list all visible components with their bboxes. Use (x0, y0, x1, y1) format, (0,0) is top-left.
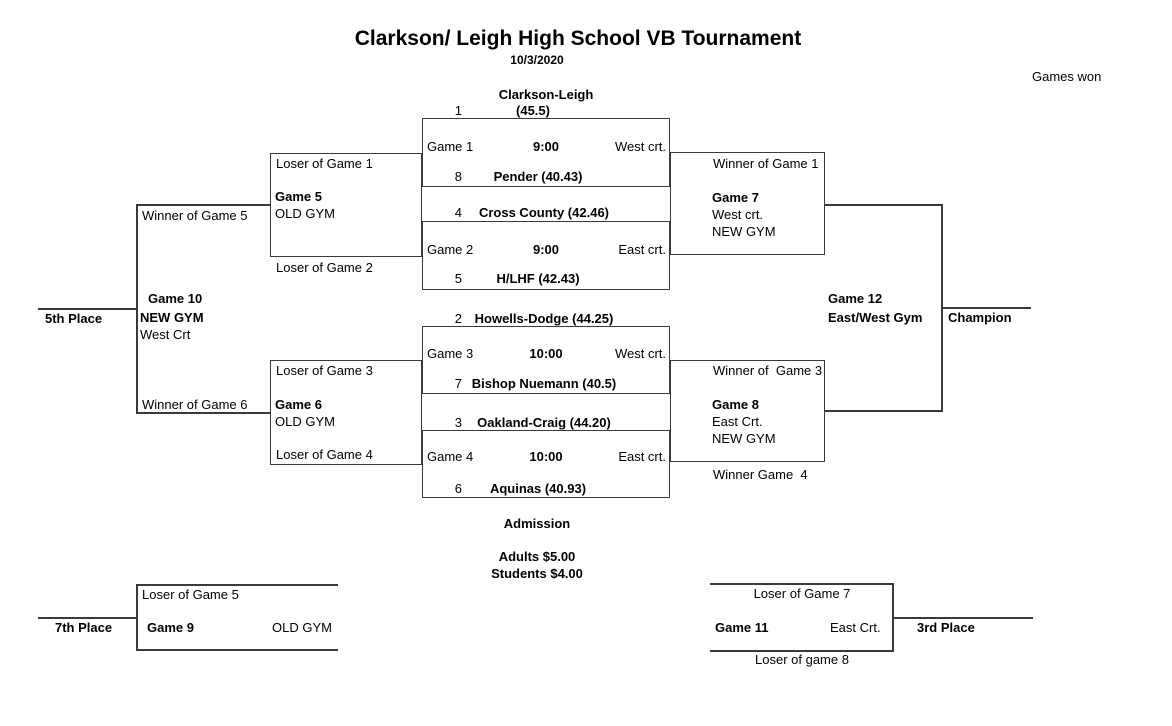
admission-heading: Admission (503, 516, 571, 531)
game-5-top-feed: Loser of Game 1 (276, 156, 373, 171)
bracket-line-winner-game7 (825, 204, 943, 206)
game-9-bottom-line (136, 649, 338, 651)
game-6-top-feed: Loser of Game 3 (276, 363, 373, 378)
seed-number: 1 (454, 103, 462, 118)
team-name-bishop-nuemann: Bishop Nuemann (40.5) (471, 376, 617, 391)
place-label-3rd: 3rd Place (917, 620, 975, 635)
game-6-bottom-feed: Loser of Game 4 (276, 447, 373, 462)
bracket-line-winner-game8 (825, 410, 943, 412)
game-4-time: 10:00 (529, 449, 563, 464)
game-12-label: Game 12 (828, 291, 883, 306)
game-8-court: East Crt. (712, 414, 763, 429)
admission-adults-price: Adults $5.00 (498, 549, 576, 564)
bracket-line-5th-place (38, 308, 136, 310)
game-11-top-line (710, 583, 894, 585)
team-name-cross-county: Cross County (42.46) (478, 205, 610, 220)
game-6-label: Game 6 (275, 397, 322, 412)
bracket-line-champion (941, 307, 1031, 309)
game-7-label: Game 7 (712, 190, 759, 205)
games-won-label: Games won (1032, 69, 1102, 84)
game-2-court: East crt. (618, 242, 666, 257)
game-10-court: West Crt (140, 327, 191, 342)
game-4-label: Game 4 (427, 449, 474, 464)
tournament-date: 10/3/2020 (510, 53, 564, 67)
game-1-time: 9:00 (532, 139, 560, 154)
game-8-label: Game 8 (712, 397, 759, 412)
seed-number: 5 (454, 271, 462, 286)
game-9-left-line (136, 584, 138, 651)
game-11-bottom-line (710, 650, 894, 652)
game-11-right-line (892, 583, 894, 652)
tournament-title: Clarkson/ Leigh High School VB Tournamen… (354, 27, 802, 50)
game-12-venue: East/West Gym (828, 310, 923, 325)
seed-number: 8 (454, 169, 462, 184)
team-rating-clarkson-leigh: (45.5) (516, 103, 550, 118)
game-5-label: Game 5 (275, 189, 322, 204)
game-8-bottom-feed: Winner Game 4 (713, 467, 808, 482)
game-4-court: East crt. (618, 449, 666, 464)
bracket-spine-game10 (136, 204, 138, 413)
game-1-box (422, 118, 670, 187)
game-3-court: West crt. (614, 346, 666, 361)
game-10-bottom-feed: Winner of Game 6 (142, 397, 248, 412)
game-11-bottom-feed: Loser of game 8 (755, 652, 849, 667)
game-8-box (670, 360, 825, 462)
team-name-howells-dodge: Howells-Dodge (44.25) (474, 311, 614, 326)
champion-label: Champion (948, 310, 1012, 325)
game-11-top-feed: Loser of Game 7 (753, 586, 851, 601)
seed-number: 4 (454, 205, 462, 220)
game-7-court: West crt. (712, 207, 764, 222)
game-7-box (670, 152, 825, 255)
game-9-top-feed: Loser of Game 5 (142, 587, 239, 602)
game-5-venue: OLD GYM (275, 206, 335, 221)
game-2-time: 9:00 (532, 242, 560, 257)
game-2-box (422, 221, 670, 290)
game-10-label: Game 10 (148, 291, 203, 306)
game-9-top-line (136, 584, 338, 586)
game-6-box (270, 360, 422, 465)
bracket-line-winner-game6 (136, 412, 270, 414)
bracket-line-3rd-place (893, 617, 1033, 619)
admission-students-price: Students $4.00 (491, 566, 583, 581)
game-5-bottom-feed: Loser of Game 2 (276, 260, 373, 275)
game-9-label: Game 9 (147, 620, 194, 635)
team-name-oakland-craig: Oakland-Craig (44.20) (477, 415, 611, 430)
seed-number: 2 (454, 311, 462, 326)
team-name-pender: Pender (40.43) (493, 169, 583, 184)
team-name-clarkson-leigh: Clarkson-Leigh (498, 87, 594, 102)
seed-number: 3 (454, 415, 462, 430)
game-3-box (422, 326, 670, 394)
game-7-top-feed: Winner of Game 1 (713, 156, 819, 171)
team-name-aquinas: Aquinas (40.93) (489, 481, 587, 496)
bracket-line-winner-game5 (136, 204, 270, 206)
team-name-hlhf: H/LHF (42.43) (496, 271, 580, 286)
place-label-5th: 5th Place (45, 311, 103, 326)
game-2-label: Game 2 (427, 242, 474, 257)
game-9-venue: OLD GYM (272, 620, 332, 635)
game-3-time: 10:00 (529, 346, 563, 361)
game-10-venue: NEW GYM (140, 310, 204, 325)
game-10-top-feed: Winner of Game 5 (142, 208, 248, 223)
bracket-line-7th-place (38, 617, 136, 619)
game-5-box (270, 153, 422, 257)
game-7-venue: NEW GYM (712, 224, 776, 239)
game-11-court: East Crt. (830, 620, 881, 635)
place-label-7th: 7th Place (55, 620, 113, 635)
seed-number: 6 (454, 481, 462, 496)
game-8-venue: NEW GYM (712, 431, 776, 446)
game-4-box (422, 430, 670, 498)
game-8-top-feed: Winner of Game 3 (713, 363, 823, 378)
game-11-label: Game 11 (715, 620, 769, 635)
game-6-venue: OLD GYM (275, 414, 335, 429)
game-3-label: Game 3 (427, 346, 474, 361)
game-1-court: West crt. (614, 139, 666, 154)
seed-number: 7 (454, 376, 462, 391)
game-1-label: Game 1 (427, 139, 474, 154)
